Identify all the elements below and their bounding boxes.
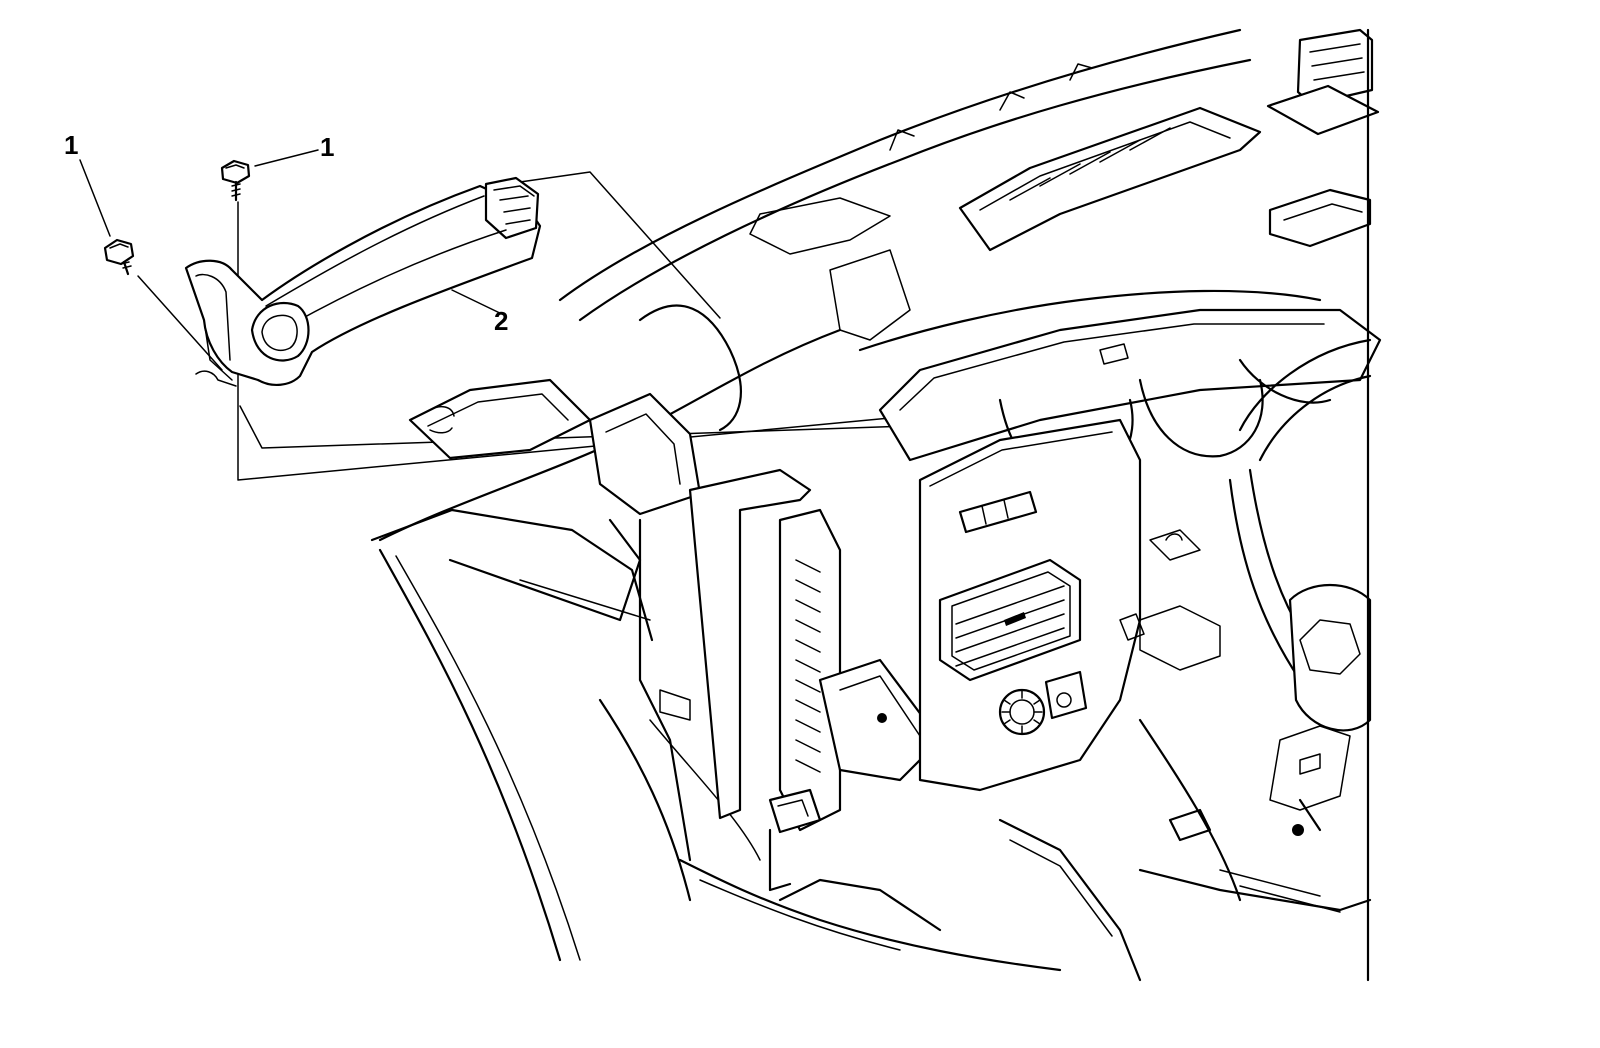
callout-fastener-top: 1 — [320, 132, 334, 162]
callout-duct: 2 — [494, 306, 508, 336]
instrument-panel — [370, 28, 1382, 982]
air-duct — [184, 176, 542, 387]
fastener-left-screw — [103, 238, 135, 276]
callout-fastener-left: 1 — [64, 130, 78, 160]
fastener-top-screw — [220, 159, 251, 202]
